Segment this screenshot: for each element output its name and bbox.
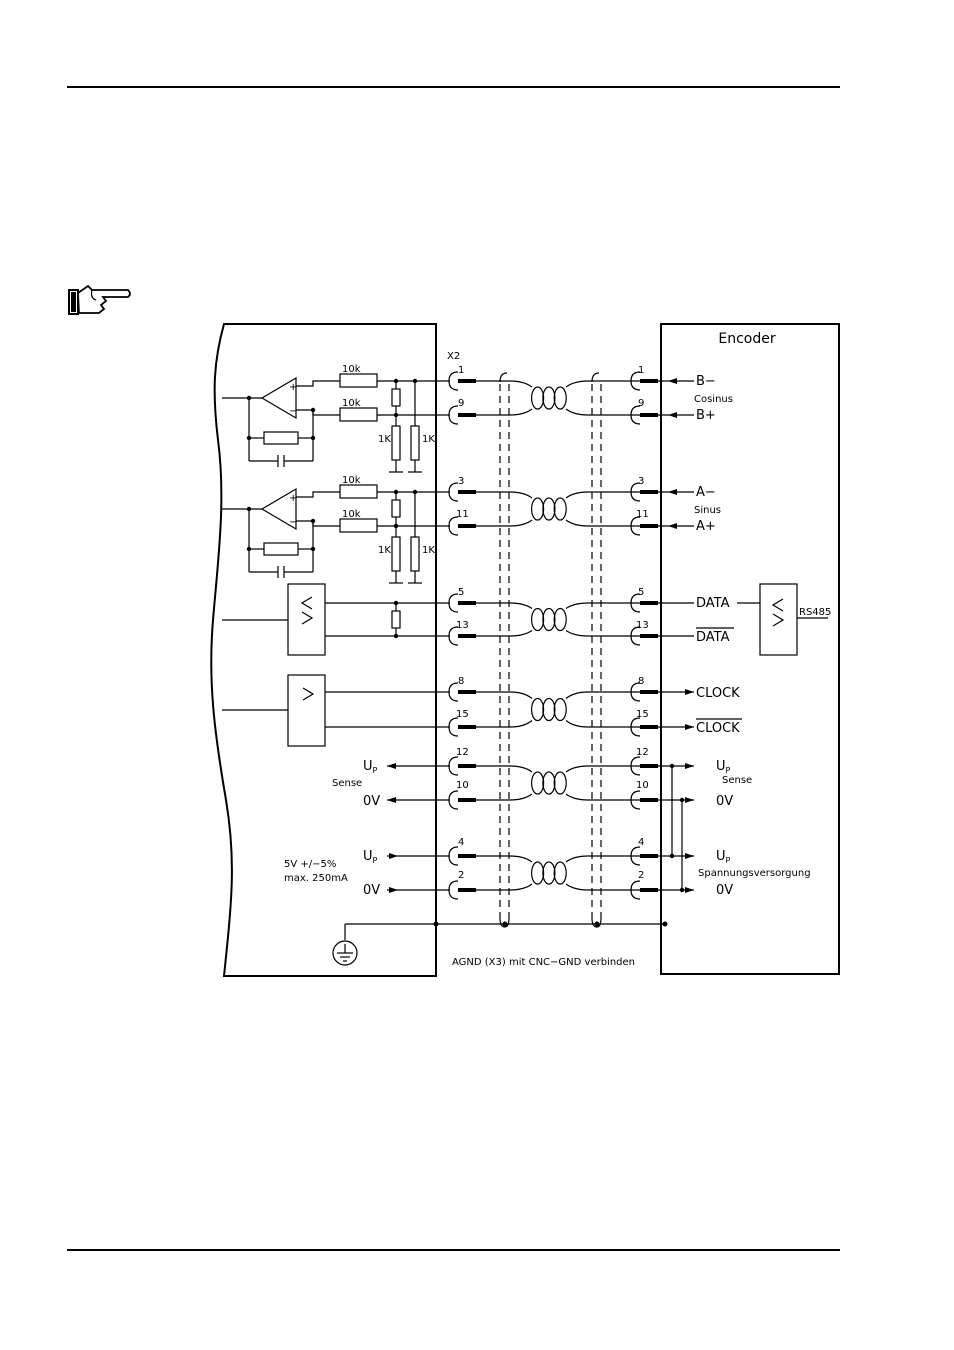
- ground-icon: [332, 940, 358, 966]
- svg-text:UP: UP: [363, 849, 378, 865]
- pin-label: 12: [456, 747, 469, 758]
- svg-text:10k: 10k: [342, 475, 361, 486]
- pin-label: 10: [456, 780, 469, 791]
- data-transceiver: [222, 583, 450, 656]
- pin-label: 8: [638, 676, 644, 687]
- pin-label: 5: [458, 587, 464, 598]
- svg-text:UP: UP: [716, 759, 731, 775]
- svg-text:1K: 1K: [378, 434, 391, 445]
- differential-amplifier-2: + − 10k 10k 1K 1K: [222, 475, 450, 584]
- svg-text:Sense: Sense: [722, 775, 752, 786]
- clock-driver: [222, 674, 450, 747]
- pin-label: 15: [636, 709, 649, 720]
- signal-label: A+: [696, 519, 716, 534]
- pin-label: 10: [636, 780, 649, 791]
- ground-note: AGND (X3) mit CNC−GND verbinden: [452, 957, 635, 968]
- footer-rule: [67, 1249, 840, 1251]
- pin-label: 3: [638, 476, 644, 487]
- svg-text:10k: 10k: [342, 364, 361, 375]
- cable-layer: [387, 371, 694, 900]
- group-label: Cosinus: [694, 394, 733, 405]
- pin-label: 1: [458, 365, 464, 376]
- signal-label: A−: [696, 485, 716, 500]
- supply-labels-drive: UP Sense 0V UP 5V +/−5% max. 250mA 0V: [284, 759, 380, 898]
- supply-bridge: [669, 763, 685, 893]
- svg-text:0V: 0V: [363, 794, 380, 809]
- svg-text:max. 250mA: max. 250mA: [284, 873, 348, 884]
- svg-text:Sense: Sense: [332, 778, 362, 789]
- pin-label: 5: [638, 587, 644, 598]
- signal-label: DATA: [696, 596, 730, 611]
- cable-shield: [499, 372, 602, 928]
- pin-label: 4: [458, 837, 464, 848]
- pin-label: 11: [636, 509, 649, 520]
- pin-label: 11: [456, 509, 469, 520]
- group-label: Sinus: [694, 505, 721, 516]
- supply-labels-encoder: UP Sense 0V UP Spannungsversorgung 0V: [698, 759, 811, 898]
- pin-label: 3: [458, 476, 464, 487]
- pin-label: 13: [456, 620, 469, 631]
- svg-text:1K: 1K: [378, 545, 391, 556]
- svg-text:5V +/−5%: 5V +/−5%: [284, 859, 336, 870]
- header-rule: [67, 86, 840, 88]
- signal-label: DATA: [696, 630, 730, 645]
- svg-text:+: +: [289, 382, 297, 393]
- svg-text:UP: UP: [716, 849, 731, 865]
- svg-text:−: −: [289, 517, 297, 528]
- encoder-title: Encoder: [718, 331, 775, 347]
- pointing-hand-icon: [68, 284, 131, 315]
- pin-label: 13: [636, 620, 649, 631]
- svg-text:10k: 10k: [342, 509, 361, 520]
- pin-label: 9: [638, 398, 644, 409]
- pin-label: 2: [458, 870, 464, 881]
- ground-bus: [332, 921, 668, 966]
- pin-labels: 1 1 9 9 3 3 11 11 5 5 13 13 8 8 15 15 12…: [456, 365, 649, 881]
- svg-text:−: −: [289, 406, 297, 417]
- encoder-block: [660, 323, 840, 975]
- rs485-label: RS485: [799, 607, 831, 618]
- svg-text:1K: 1K: [422, 434, 435, 445]
- svg-text:0V: 0V: [716, 794, 733, 809]
- signal-label: CLOCK: [696, 721, 740, 736]
- signal-label: CLOCK: [696, 686, 740, 701]
- drive-block: [210, 323, 437, 977]
- svg-text:0V: 0V: [363, 883, 380, 898]
- pin-label: 8: [458, 676, 464, 687]
- connector-title: X2: [447, 351, 460, 362]
- pin-label: 9: [458, 398, 464, 409]
- differential-amplifier-1: + − 10k 10k 1K 1K: [222, 364, 450, 473]
- pin-label: 2: [638, 870, 644, 881]
- svg-text:+: +: [289, 493, 297, 504]
- svg-text:10k: 10k: [342, 398, 361, 409]
- signal-label: B+: [696, 408, 716, 423]
- pin-label: 12: [636, 747, 649, 758]
- svg-text:UP: UP: [363, 759, 378, 775]
- pin-label: 1: [638, 365, 644, 376]
- encoder-rs485-transceiver: RS485: [737, 583, 831, 656]
- signal-label: B−: [696, 374, 716, 389]
- pin-label: 15: [456, 709, 469, 720]
- pin-label: 4: [638, 837, 644, 848]
- svg-text:0V: 0V: [716, 883, 733, 898]
- svg-text:Spannungsversorgung: Spannungsversorgung: [698, 868, 811, 879]
- svg-text:1K: 1K: [422, 545, 435, 556]
